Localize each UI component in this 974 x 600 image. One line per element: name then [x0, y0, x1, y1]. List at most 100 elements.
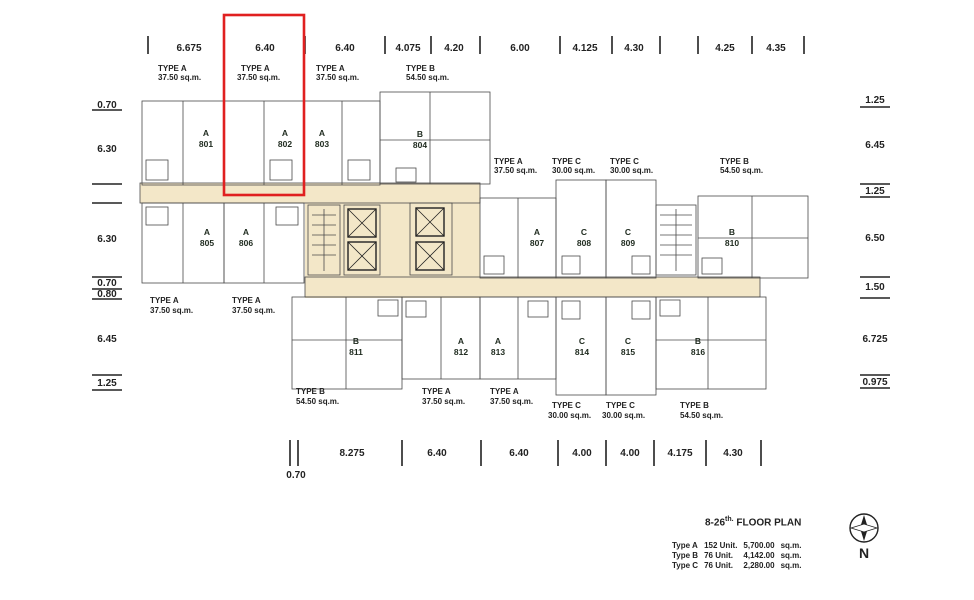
unit-code: 809	[621, 238, 635, 248]
unit-812[interactable]: A 812	[401, 296, 481, 380]
type-label: TYPE B	[720, 157, 749, 166]
bottom-dimension-strip: 8.275 6.40 6.40 4.00 4.00 4.175 4.30 0.7…	[286, 440, 762, 481]
top-dim: 6.40	[335, 43, 355, 54]
left-dim: 1.25	[97, 378, 117, 389]
highlight-box-unit-802	[222, 13, 306, 197]
bottom-dim: 4.00	[572, 448, 592, 459]
unit-code: 815	[621, 347, 635, 357]
unit-code: 804	[413, 140, 427, 150]
unit-806[interactable]: A 806	[223, 202, 305, 284]
unit-type-letter: B	[417, 129, 423, 139]
corridor	[139, 182, 761, 298]
summary-unit-label: sq.m.	[780, 551, 802, 560]
unit-type-letter: B	[353, 336, 359, 346]
left-dim: 6.45	[97, 334, 117, 345]
unit-code: 811	[349, 347, 363, 357]
type-label: TYPE A	[150, 296, 179, 305]
unit-808[interactable]: C 808	[555, 179, 607, 279]
left-dim: 6.30	[97, 144, 117, 155]
area-label: 30.00 sq.m.	[602, 411, 645, 420]
top-dim: 4.20	[444, 43, 464, 54]
unit-810[interactable]: B 810	[697, 195, 809, 279]
top-dim: 6.675	[176, 43, 201, 54]
unit-code: 806	[239, 238, 253, 248]
unit-code: 805	[200, 238, 214, 248]
type-label: TYPE B	[406, 64, 435, 73]
floor-range: 8-26	[705, 517, 726, 529]
area-label: 54.50 sq.m.	[296, 397, 339, 406]
summary-type: Type C	[672, 561, 699, 570]
unit-code: 812	[454, 347, 468, 357]
unit-809[interactable]: C 809	[605, 179, 657, 279]
unit-code: 813	[491, 347, 505, 357]
top-dim: 6.40	[255, 43, 275, 54]
type-label: TYPE A	[158, 64, 187, 73]
area-label: 37.50 sq.m.	[422, 397, 465, 406]
unit-804[interactable]: B 804	[379, 91, 491, 185]
unit-805[interactable]: A 805	[141, 202, 225, 284]
type-label: TYPE B	[296, 387, 325, 396]
unit-811[interactable]: B 811	[291, 296, 403, 390]
right-dim: 6.45	[865, 140, 885, 151]
unit-807[interactable]: A 807	[479, 197, 557, 279]
unit-type-letter: C	[579, 336, 585, 346]
summary-unit-label: sq.m.	[780, 541, 802, 550]
summary-area: 2,280.00	[743, 561, 775, 570]
unit-802[interactable]: A 802	[223, 100, 305, 186]
bottom-dim: 4.30	[723, 448, 743, 459]
unit-815[interactable]: C 815	[605, 296, 657, 396]
top-dim: 4.125	[572, 43, 597, 54]
summary-area: 4,142.00	[743, 551, 775, 560]
unit-801[interactable]: A 801	[141, 100, 225, 186]
area-label: 37.50 sq.m.	[232, 306, 275, 315]
summary-row: Type C 76 Unit. 2,280.00 sq.m.	[672, 561, 807, 571]
unit-code: 807	[530, 238, 544, 248]
summary-unit-label: sq.m.	[780, 561, 802, 570]
elevator-core-right	[409, 202, 453, 276]
right-dim: 6.50	[865, 233, 885, 244]
type-label: TYPE A	[422, 387, 451, 396]
type-label: TYPE A	[241, 64, 270, 73]
unit-code: 801	[199, 139, 213, 149]
north-arrow-icon: N	[849, 513, 879, 560]
unit-type-letter: A	[495, 336, 501, 346]
right-dim: 1.25	[865, 186, 885, 197]
unit-type-letter: C	[625, 227, 631, 237]
unit-type-letter: C	[581, 227, 587, 237]
unit-814[interactable]: C 814	[555, 296, 607, 396]
unit-code: 803	[315, 139, 329, 149]
bottom-dim: 4.00	[620, 448, 640, 459]
type-label: TYPE A	[232, 296, 261, 305]
area-label: 30.00 sq.m.	[610, 166, 653, 175]
unit-816[interactable]: B 816	[655, 296, 767, 390]
unit-summary-table: Type A 152 Unit. 5,700.00 sq.m. Type B 7…	[672, 541, 807, 571]
right-dim: 1.50	[865, 282, 885, 293]
type-labels: TYPE A 37.50 sq.m. TYPE A 37.50 sq.m. TY…	[150, 64, 763, 420]
bottom-dim: 4.175	[667, 448, 692, 459]
unit-code: 802	[278, 139, 292, 149]
unit-type-letter: B	[695, 336, 701, 346]
floor-plan-label: FLOOR PLAN	[736, 517, 802, 529]
type-label: TYPE B	[680, 401, 709, 410]
top-dim: 4.30	[624, 43, 644, 54]
bottom-dim: 8.275	[339, 448, 364, 459]
area-label: 37.50 sq.m.	[490, 397, 533, 406]
area-label: 30.00 sq.m.	[548, 411, 591, 420]
floor-plan-title: 8-26th. FLOOR PLAN	[705, 516, 801, 528]
left-dim: 0.70	[97, 100, 117, 111]
type-label: TYPE C	[610, 157, 639, 166]
floor-suffix: th.	[725, 516, 734, 523]
right-dim: 6.725	[862, 334, 887, 345]
type-label: TYPE C	[552, 157, 581, 166]
unit-code: 814	[575, 347, 589, 357]
north-label: N	[859, 545, 869, 560]
unit-code: 816	[691, 347, 705, 357]
left-dim: 6.30	[97, 234, 117, 245]
bottom-dim: 6.40	[509, 448, 529, 459]
unit-type-letter: A	[243, 227, 249, 237]
summary-units: 152 Unit.	[704, 541, 738, 550]
unit-803[interactable]: A 803	[303, 100, 381, 186]
top-dim: 4.075	[395, 43, 420, 54]
summary-row: Type B 76 Unit. 4,142.00 sq.m.	[672, 551, 807, 561]
unit-813[interactable]: A 813	[479, 296, 557, 380]
